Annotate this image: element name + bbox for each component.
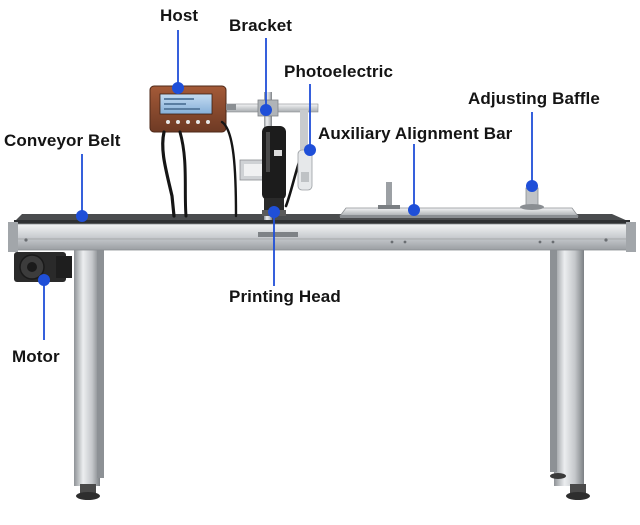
host-controller <box>149 85 236 133</box>
pointer-dot-bracket <box>260 104 272 116</box>
pointer-dot-conveyor-belt <box>76 210 88 222</box>
label-adjusting-baffle: Adjusting Baffle <box>468 89 600 108</box>
label-bracket: Bracket <box>229 16 293 35</box>
pointer-dot-adjusting-baffle <box>526 180 538 192</box>
pointer-dot-printing-head <box>268 206 280 218</box>
label-photoelectric: Photoelectric <box>284 62 393 81</box>
inkjet-printer-icon <box>262 126 286 216</box>
auxiliary-alignment-bar <box>339 182 579 218</box>
right-leg <box>550 248 590 500</box>
pointer-dot-auxiliary-alignment-bar <box>408 204 420 216</box>
motor-icon <box>14 252 72 282</box>
pointer-dot-photoelectric <box>304 144 316 156</box>
label-motor: Motor <box>12 347 60 366</box>
label-conveyor-belt: Conveyor Belt <box>4 131 121 150</box>
adjusting-baffle <box>520 187 544 210</box>
label-host: Host <box>160 6 199 25</box>
pointer-dot-host <box>172 82 184 94</box>
pointer-dot-motor <box>38 274 50 286</box>
label-auxiliary-alignment-bar: Auxiliary Alignment Bar <box>318 124 513 143</box>
left-leg <box>74 248 104 500</box>
pointers <box>38 30 538 340</box>
conveyor-frame <box>8 214 636 252</box>
label-printing-head: Printing Head <box>229 287 341 306</box>
